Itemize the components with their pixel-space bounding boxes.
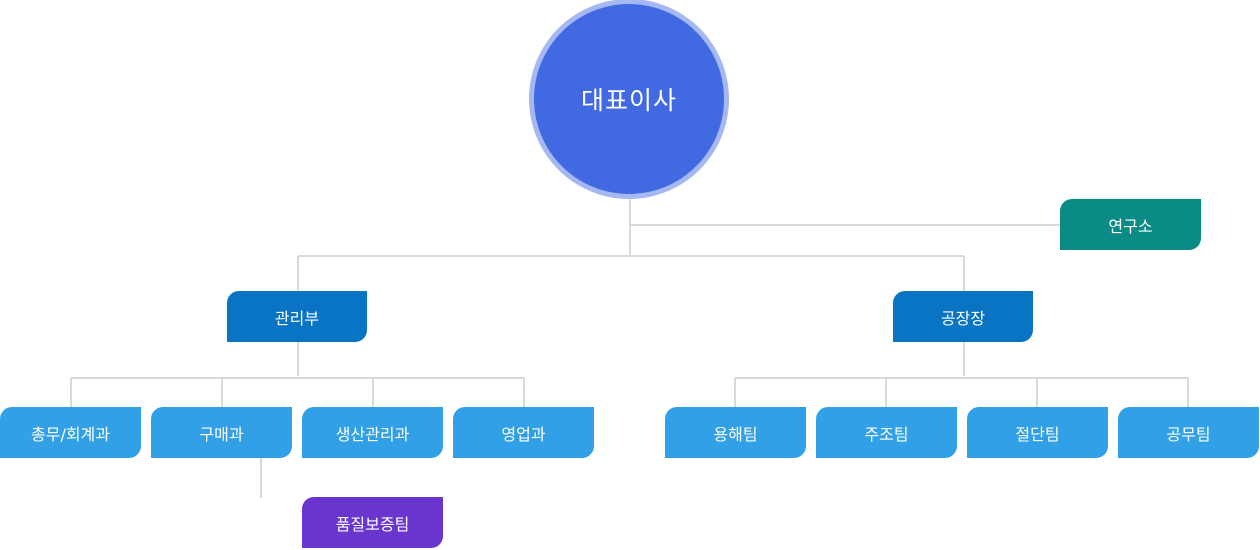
team-melting: 용해팀 (665, 407, 806, 458)
team-label: 주조팀 (864, 424, 909, 444)
team-label: 영업과 (501, 424, 546, 444)
ceo-node: 대표이사 (534, 4, 724, 194)
lab-node: 연구소 (1060, 199, 1201, 250)
team-label: 품질보증팀 (335, 514, 410, 534)
team-label: 용해팀 (713, 424, 758, 444)
lab-label: 연구소 (1108, 216, 1153, 236)
admin-dept-label: 관리부 (274, 308, 320, 328)
factory-dept-node: 공장장 (893, 291, 1033, 342)
team-quality-assurance: 품질보증팀 (302, 497, 443, 548)
team-label: 절단팀 (1015, 424, 1060, 444)
ceo-label: 대표이사 (580, 86, 677, 115)
team-casting: 주조팀 (816, 407, 957, 458)
team-label: 총무/회계과 (31, 424, 110, 444)
team-label: 공무팀 (1166, 424, 1211, 444)
team-production-management: 생산관리과 (302, 407, 443, 458)
team-cutting: 절단팀 (967, 407, 1108, 458)
team-purchasing: 구매과 (151, 407, 292, 458)
team-label: 구매과 (199, 424, 244, 444)
team-sales: 영업과 (453, 407, 594, 458)
team-label: 생산관리과 (335, 424, 410, 444)
team-general-accounting: 총무/회계과 (0, 407, 141, 458)
factory-dept-label: 공장장 (940, 308, 986, 328)
team-maintenance: 공무팀 (1118, 407, 1259, 458)
admin-dept-node: 관리부 (227, 291, 367, 342)
